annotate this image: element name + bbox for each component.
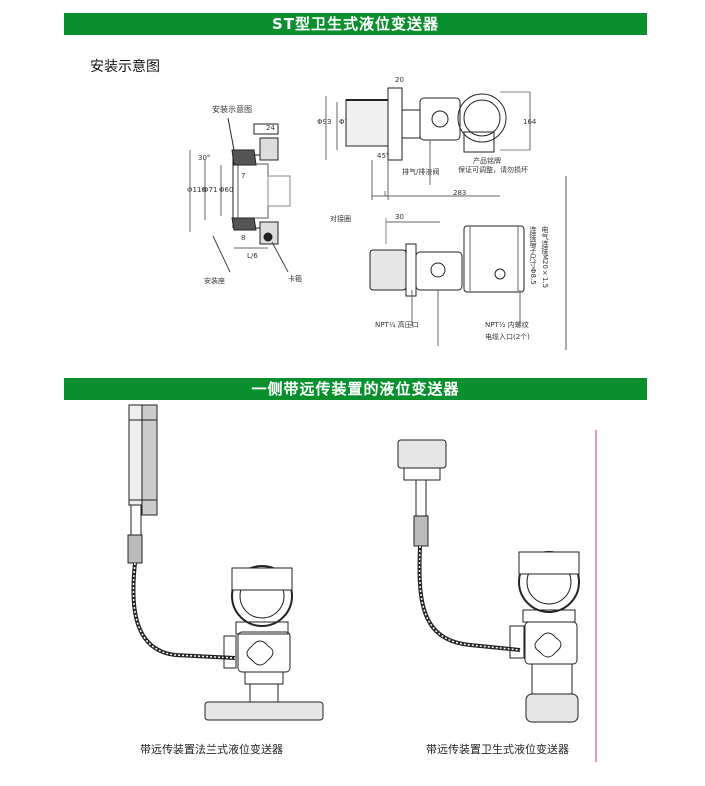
angle45-label: 45° [377, 152, 390, 160]
section-header-remote: 一侧带远传装置的液位变送器 [64, 378, 647, 400]
dim7-label: 7 [241, 172, 246, 180]
cable-entry-label: 电缆入口(2个) [485, 333, 530, 341]
sanitary-transmitter-drawing [397, 430, 597, 762]
transmitter-side-drawing [369, 218, 525, 346]
angle20-label: 20 [395, 76, 404, 84]
install-section-drawing [189, 117, 291, 273]
caption-sanitary-transmitter: 带远传装置卫生式液位变送器 [426, 743, 569, 756]
npt-low-label: NPT½ 内螺纹 [485, 321, 529, 329]
dim-l6-label: L/6 [247, 252, 258, 260]
dim283-label: 283 [453, 189, 467, 197]
dim30-label: 30 [395, 213, 404, 221]
dia93-label: Φ93 [317, 118, 332, 126]
dim8-label: 8 [241, 234, 246, 242]
dim24-label: 24 [266, 124, 275, 132]
npt-high-label: NPT¼ 高压口 [375, 321, 419, 329]
section-header-st: ST型卫生式液位变送器 [64, 13, 647, 35]
transmitter-front-drawing [325, 87, 567, 350]
nameplate-label: 产品铭牌 [473, 157, 501, 165]
vent-valve-label: 排气/排液阀 [402, 168, 440, 176]
install-diagram-title: 安装示意图 [90, 59, 160, 75]
caption-flange-transmitter: 带远传装置法兰式液位变送器 [140, 743, 283, 756]
dia60-label: Φ60 [219, 186, 234, 194]
nameplate-note: 保证可调整，请勿损坏 [458, 166, 528, 174]
electrical-connection-label: 电气连接M20×1.5 [541, 226, 549, 289]
dia71-label: Φ71 [203, 186, 218, 194]
mount-seat-note: 安装座 [204, 277, 225, 285]
install-diagram-subtitle: 安装示意图 [212, 105, 252, 114]
ring-label: 对接圈 [330, 215, 351, 223]
dia116-label: Φ116 [187, 186, 206, 194]
angle-label: 30° [198, 154, 211, 162]
terminal-size-label: 连接端子尺寸Φ8.5 [529, 226, 537, 285]
clamp-note: 卡箍 [288, 275, 302, 283]
flange-transmitter-drawing [127, 404, 324, 721]
l-dim-label: L [384, 190, 388, 198]
